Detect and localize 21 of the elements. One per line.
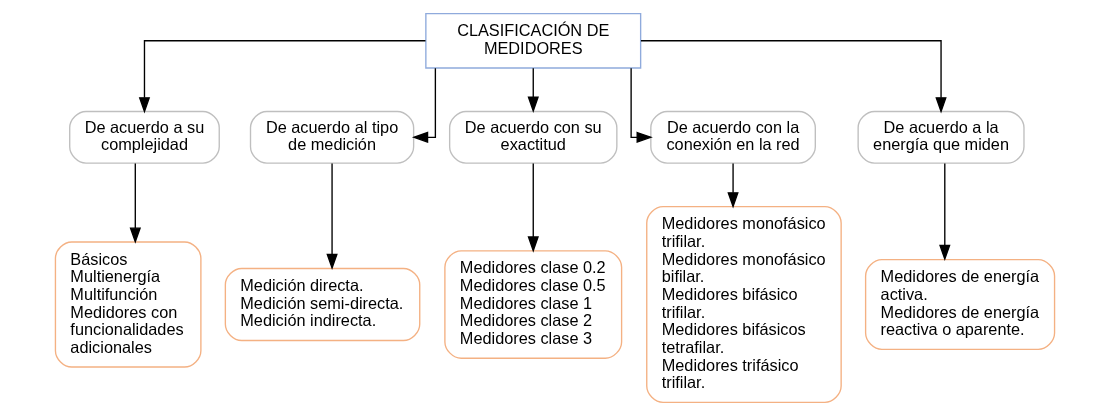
node-box: Básicos Multienergía Multifunción Medidores con funcionalidades adicionales xyxy=(54,241,202,368)
arrow xyxy=(527,162,539,253)
node-box: De acuerdo con la conexión en la red xyxy=(649,110,816,164)
arrow xyxy=(629,67,653,144)
node-box: De acuerdo al tipo de medición xyxy=(249,110,414,164)
arrow xyxy=(726,162,739,209)
node-box: Medición directa. Medición semi-directa. Medición indirecta. xyxy=(224,267,420,342)
node-box: Medidores monofásico trifilar. Medidores monofásico bifilar. Medidores bifásico trifilar. Medidores bifásicos tetrafilar. Medidores trifásico trifilar. xyxy=(645,205,842,404)
node-box: De acuerdo a su complejidad xyxy=(68,110,220,164)
arrow xyxy=(129,162,141,244)
arrow xyxy=(527,67,539,113)
node-box: Medidores clase 0.2 Medidores clase 0.5 Medidores clase 1 Medidores clase 2 Medidores clase 3 xyxy=(443,250,622,359)
arrow xyxy=(938,162,950,262)
arrow xyxy=(325,162,338,271)
node-box: CLASIFICACIÓN DE MEDIDORES xyxy=(424,12,641,69)
arrow xyxy=(639,40,947,114)
arrow xyxy=(138,40,426,114)
node-box: De acuerdo con su exactitud xyxy=(448,110,618,164)
node-box: De acuerdo a la energía que miden xyxy=(856,110,1025,164)
node-box: Medidores de energía activa. Medidores de energía reactiva o aparente. xyxy=(864,259,1055,351)
arrow xyxy=(411,67,436,144)
